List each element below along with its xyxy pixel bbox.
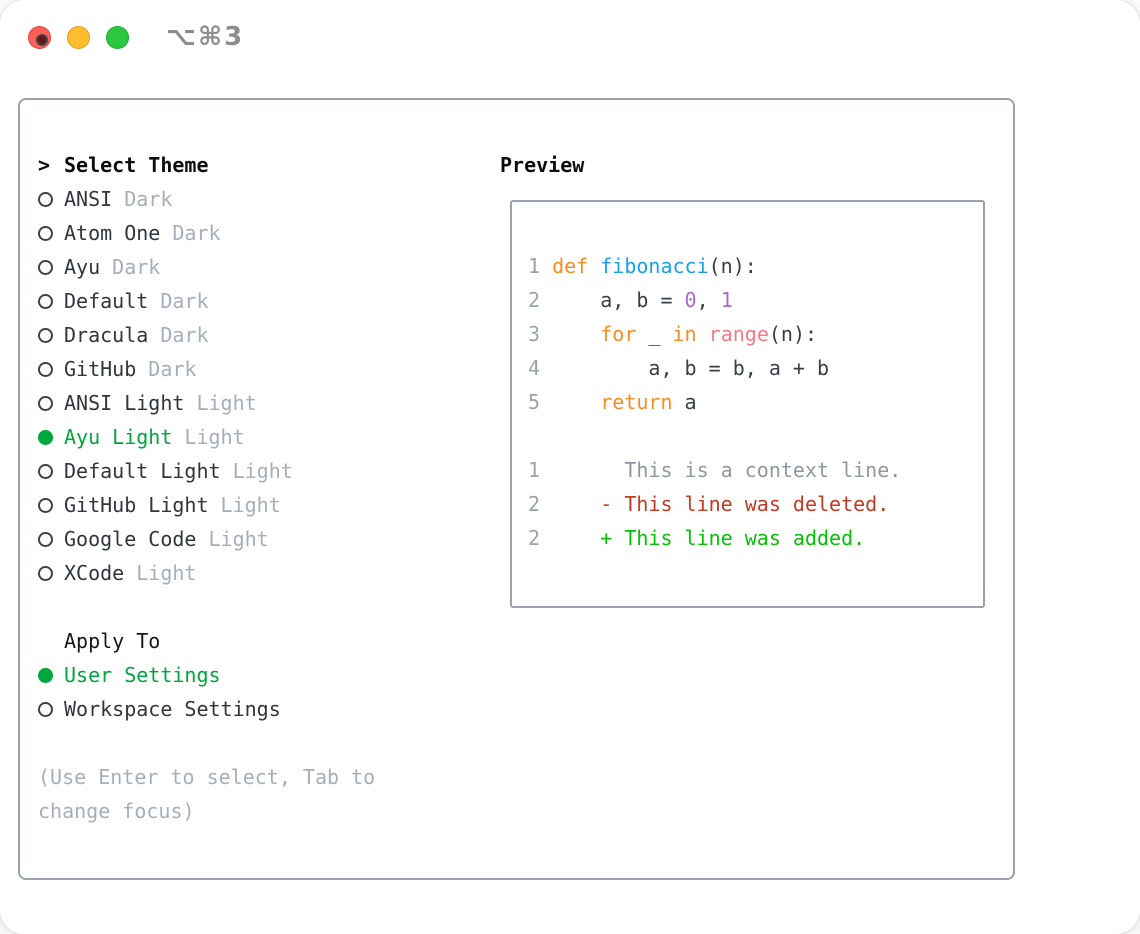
code-line-1: 1 def fibonacci(n): — [528, 254, 757, 278]
select-theme-label: Select Theme — [64, 153, 209, 177]
radio-icon — [38, 565, 64, 581]
zoom-button-icon[interactable] — [106, 26, 129, 49]
blank-line — [528, 419, 983, 453]
radio-icon — [38, 191, 64, 207]
theme-list: > Select Theme ANSI Dark Atom One Dark A… — [38, 148, 399, 828]
radio-icon — [38, 327, 64, 343]
theme-option-ansi-light[interactable]: ANSI Light Light — [38, 386, 399, 420]
radio-icon — [38, 293, 64, 309]
radio-icon — [38, 361, 64, 377]
radio-icon — [38, 497, 64, 513]
theme-option-default-light[interactable]: Default Light Light — [38, 454, 399, 488]
unsaved-dot-icon — [36, 34, 48, 46]
theme-option-ayu-light[interactable]: Ayu Light Light — [38, 420, 399, 454]
theme-option-dracula-dark[interactable]: Dracula Dark — [38, 318, 399, 352]
code-line-2: 2 a, b = 0, 1 — [528, 288, 733, 312]
keyboard-hint: (Use Enter to select, Tab to change focu… — [38, 765, 376, 823]
apply-to-header: Apply To — [38, 624, 399, 658]
radio-selected-icon — [38, 429, 64, 445]
apply-option-user-settings[interactable]: User Settings — [38, 658, 399, 692]
spacer — [38, 726, 399, 760]
select-theme-header: > Select Theme — [38, 148, 399, 182]
theme-option-xcode-light[interactable]: XCode Light — [38, 556, 399, 590]
radio-icon — [38, 531, 64, 547]
titlebar: ⌥⌘3 — [0, 0, 1140, 78]
window-title: ⌥⌘3 — [166, 22, 245, 52]
code-line-3: 3 for _ in range(n): — [528, 322, 818, 346]
apply-option-workspace-settings[interactable]: Workspace Settings — [38, 692, 399, 726]
radio-icon — [38, 259, 64, 275]
diff-context-line: 1 This is a context line. — [528, 458, 902, 482]
theme-option-default-dark[interactable]: Default Dark — [38, 284, 399, 318]
apply-to-label: Apply To — [64, 629, 161, 653]
radio-selected-icon — [38, 667, 64, 683]
minimize-button-icon[interactable] — [67, 26, 90, 49]
spacer — [38, 590, 399, 624]
diff-deleted-line: 2 - This line was deleted. — [528, 492, 890, 516]
radio-icon — [38, 463, 64, 479]
main-panel: > Select Theme ANSI Dark Atom One Dark A… — [18, 98, 1015, 880]
code-line-5: 5 return a — [528, 390, 697, 414]
theme-option-ansi-dark[interactable]: ANSI Dark — [38, 182, 399, 216]
diff-added-line: 2 + This line was added. — [528, 526, 866, 550]
preview-title: Preview — [500, 153, 585, 177]
theme-option-github-light[interactable]: GitHub Light Light — [38, 488, 399, 522]
preview-box: 1 def fibonacci(n): 2 a, b = 0, 1 3 for … — [510, 200, 985, 608]
radio-icon — [38, 225, 64, 241]
radio-icon — [38, 701, 64, 717]
theme-option-github-dark[interactable]: GitHub Dark — [38, 352, 399, 386]
code-line-4: 4 a, b = b, a + b — [528, 356, 830, 380]
close-button-icon[interactable] — [28, 26, 51, 49]
theme-option-atom-one-dark[interactable]: Atom One Dark — [38, 216, 399, 250]
theme-option-google-code-light[interactable]: Google Code Light — [38, 522, 399, 556]
radio-icon — [38, 395, 64, 411]
theme-option-ayu-dark[interactable]: Ayu Dark — [38, 250, 399, 284]
focus-caret-icon: > — [38, 153, 51, 177]
